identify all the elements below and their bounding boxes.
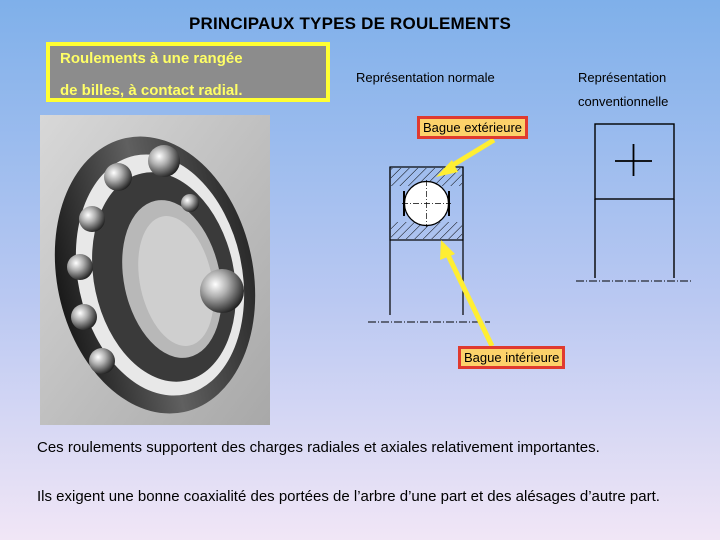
inner-ring-callout: Bague intérieure bbox=[458, 346, 566, 369]
conventional-representation-label-1: Représentation bbox=[578, 70, 667, 85]
normal-representation-label: Représentation normale bbox=[356, 70, 495, 85]
conventional-representation-label-2: conventionnelle bbox=[578, 94, 669, 109]
normal-representation-drawing bbox=[368, 166, 490, 323]
bearing-type-box: Roulements à une rangée de billes, à con… bbox=[46, 42, 330, 102]
ball-bearing-photo bbox=[40, 115, 270, 425]
outer-ring-arrow bbox=[436, 137, 496, 177]
paragraph-1: Ces roulements supportent des charges ra… bbox=[37, 439, 600, 456]
inner-ring-arrow bbox=[440, 240, 495, 348]
paragraph-2: Ils exigent une bonne coaxialité des por… bbox=[37, 488, 660, 505]
page-title: PRINCIPAUX TYPES DE ROULEMENTS bbox=[188, 14, 512, 33]
bearing-type-line-1: Roulements à une rangée bbox=[60, 50, 243, 67]
outer-ring-callout: Bague extérieure bbox=[417, 116, 529, 139]
bearing-type-line-2: de billes, à contact radial. bbox=[60, 82, 243, 99]
conventional-representation-drawing bbox=[576, 123, 692, 282]
